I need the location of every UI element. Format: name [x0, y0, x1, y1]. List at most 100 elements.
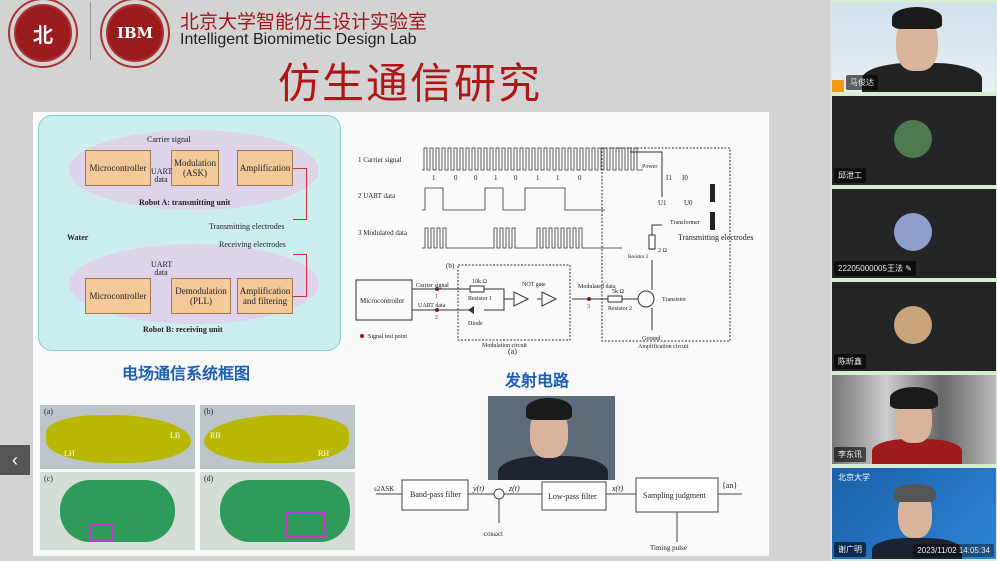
y-label: y(t) — [472, 484, 484, 493]
u1-label: U1 — [658, 199, 667, 207]
test-point-2: 2 — [435, 315, 438, 321]
output-label: {an} — [722, 481, 737, 490]
not-gate-label: NOT gate — [522, 282, 546, 288]
test-point-legend: Signal test point — [368, 334, 407, 340]
label-d: (d) — [204, 474, 214, 483]
pku-logo: 北 — [14, 4, 72, 62]
participant-name: 22205000005王法 ✎ — [834, 261, 916, 276]
label-b: (b) — [204, 407, 214, 416]
lab-name-cn: 北京大学智能仿生设计实验室 — [180, 11, 428, 33]
pcb-image-d: (d) — [200, 472, 355, 550]
tx-uart-label: UART data — [151, 167, 173, 184]
participant-name-text: 22205000005王法 — [838, 264, 903, 273]
carrier-label: Carrier signal — [416, 283, 449, 289]
label-rb: RB — [210, 431, 221, 440]
circuit-caption: 发射电路 — [505, 371, 570, 390]
transistor-label: Transistor — [662, 297, 686, 303]
system-caption: 电场通信系统框图 — [122, 364, 251, 383]
ground-label: Ground — [642, 336, 660, 342]
rx-uart-label: UART data — [151, 260, 173, 277]
bit: 1 — [432, 174, 436, 182]
amp-circuit-label: Amplification circuit — [638, 343, 689, 350]
bpf-block: Band-pass filter — [410, 490, 461, 499]
transformer-label: Transformer — [670, 219, 700, 226]
rx-caption: Robot B: receiving unit — [143, 325, 223, 334]
u0-label: U0 — [684, 199, 693, 207]
bit: 1 — [536, 174, 540, 182]
rx-mcu: Microcontroller — [85, 278, 151, 314]
lab-name-en: Intelligent Biomimetic Design Lab — [180, 31, 417, 48]
i0-label: I0 — [682, 174, 688, 182]
bit: 1 — [556, 174, 560, 182]
system-block-diagram: Microcontroller Carrier signal UART data… — [38, 115, 341, 351]
participant-tile[interactable]: 22205000005王法 ✎ — [832, 189, 996, 278]
rx-wire — [293, 254, 307, 297]
tx-caption: Robot A: transmitting unit — [139, 198, 231, 207]
electrodes-label: Transmitting electrodes — [678, 233, 753, 242]
participant-name: 谢广明 — [834, 542, 866, 557]
b-label: (b) — [446, 262, 455, 270]
mod-circuit-label: Modulation circuit — [482, 343, 527, 349]
r3-name: Resistor 3 — [628, 255, 649, 260]
r1-name: Resistor 1 — [468, 296, 492, 302]
tx-electrodes-label: Transmitting electrodes — [209, 222, 285, 231]
sampler-block: Sampling judgment — [643, 491, 707, 500]
participant-tile[interactable]: 陈昕鑫 — [832, 282, 996, 371]
timestamp: 2023/11/02 14:05:34 — [913, 544, 994, 557]
participant-panel: 马俊达 邱泄工 22205000005王法 ✎ 陈昕鑫 李东讯 北京大学 谢广明… — [832, 3, 996, 559]
tx-carrier-label: Carrier signal — [147, 135, 191, 144]
pku-brand: 北京大学 — [838, 473, 870, 482]
modulated-label: Modulated data — [578, 284, 616, 290]
pcb-image-c: (c) — [40, 472, 195, 550]
a-label: (a) — [508, 347, 517, 355]
timing-label: Timing pulse — [650, 544, 687, 552]
participant-tile[interactable]: 北京大学 谢广明 2023/11/02 14:05:34 — [832, 468, 996, 559]
row-label: 1 Carrier signal — [358, 156, 402, 164]
lpf-block: Low-pass filter — [548, 492, 597, 501]
input-signal-label: s2ASK — [374, 485, 394, 493]
row-label: 2 UART data — [358, 192, 396, 200]
label-lh: LH — [64, 449, 75, 458]
divider — [90, 2, 91, 60]
diode-label: Diode — [468, 321, 483, 327]
participant-tile[interactable]: 李东讯 — [832, 375, 996, 464]
label-c: (c) — [44, 474, 53, 483]
test-point-3: 3 — [587, 304, 590, 310]
tx-amplification: Amplification — [237, 150, 293, 186]
participant-name: 邱泄工 — [834, 168, 866, 183]
prev-slide-button[interactable]: ‹ — [0, 445, 30, 475]
participant-tile[interactable]: 邱泄工 — [832, 96, 996, 185]
r3-value: 2 Ω — [658, 248, 668, 254]
rx-amplification: Amplification and filtering — [237, 278, 293, 314]
label-rh: RH — [318, 449, 330, 458]
avatar — [894, 120, 932, 158]
test-point-1: 1 — [435, 294, 438, 300]
osc-label: cosωct — [484, 530, 503, 538]
r1-value: 10k Ω — [472, 279, 488, 285]
bit: 0 — [514, 174, 518, 182]
bit: 0 — [474, 174, 478, 182]
mcu-label: Microcontroller — [360, 297, 405, 305]
avatar — [894, 213, 932, 251]
tx-modulation: Modulation (ASK) — [171, 150, 219, 186]
slide-title: 仿生通信研究 — [278, 59, 543, 108]
participant-name: 陈昕鑫 — [834, 354, 866, 369]
label-a: (a) — [44, 407, 53, 416]
host-icon — [832, 80, 844, 92]
receiver-block-diagram: s2ASK Band-pass filter y(t) z(t) cosωct … — [374, 477, 742, 552]
tx-mcu: Microcontroller — [85, 150, 151, 186]
z-label: z(t) — [508, 484, 520, 493]
participant-name: 马俊达 — [846, 75, 878, 90]
transmit-circuit: 1 Carrier signal 2 UART data 3 Modulated… — [355, 147, 753, 355]
power-label: Power — [642, 164, 657, 170]
pencil-icon: ✎ — [905, 264, 912, 273]
x-label: x(t) — [611, 484, 623, 493]
tx-wire — [293, 168, 307, 220]
lab-logo: IBM — [106, 4, 164, 62]
water-label: Water — [67, 233, 89, 242]
presenter-video-overlay[interactable] — [488, 396, 615, 480]
participant-tile[interactable]: 马俊达 — [832, 3, 996, 92]
bit: 0 — [578, 174, 582, 182]
row-label: 3 Modulated data — [358, 229, 408, 237]
